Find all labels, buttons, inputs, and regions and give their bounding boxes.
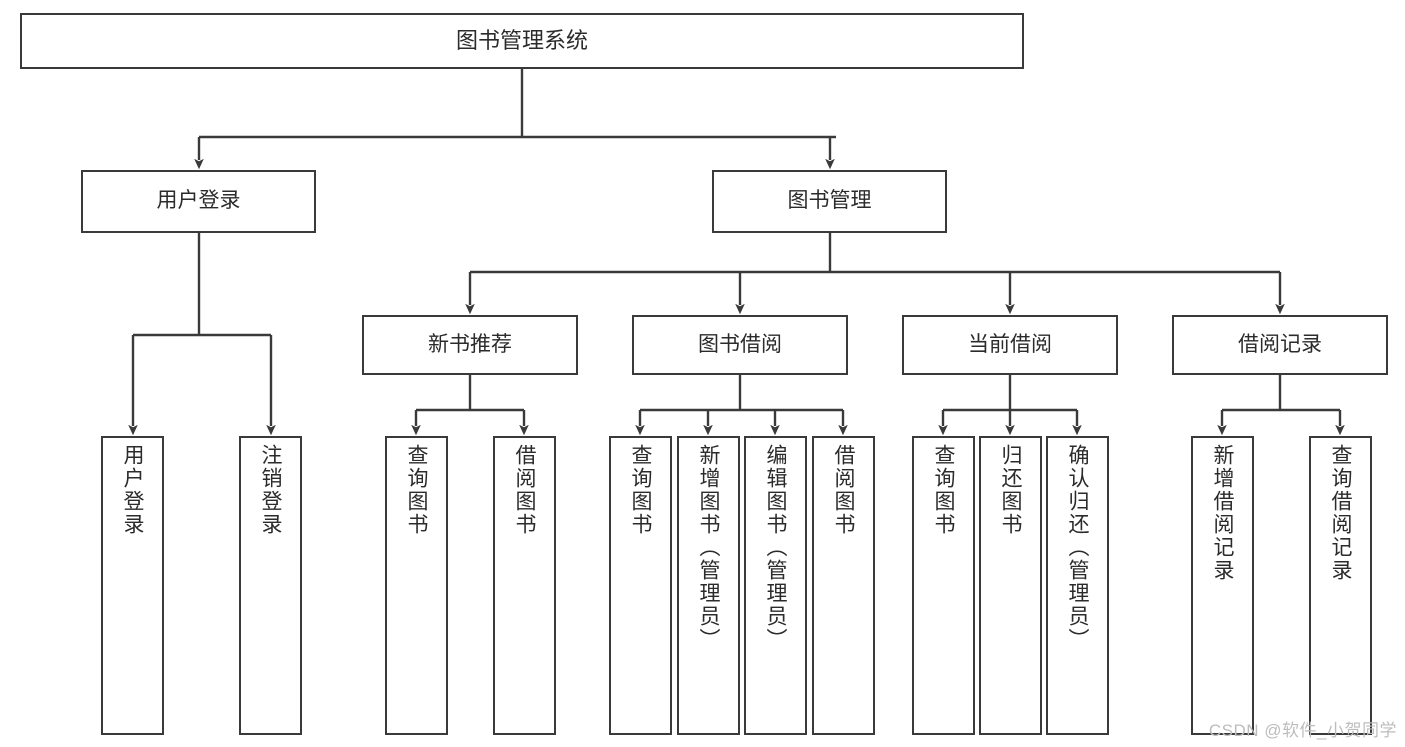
node-book-management[interactable]: 图书管理 (712, 170, 947, 233)
node-library-management-system[interactable]: 图书管理系统 (20, 13, 1024, 69)
leaf-current-return-book[interactable]: 归还图书 (979, 436, 1042, 735)
node-user-login[interactable]: 用户登录 (81, 170, 316, 233)
node-label: 图书借阅 (698, 332, 782, 356)
node-current-borrow[interactable]: 当前借阅 (902, 315, 1118, 375)
csdn-watermark: CSDN @软件_小贺同学 (1208, 721, 1397, 740)
node-borrow-records[interactable]: 借阅记录 (1172, 315, 1388, 375)
leaf-borrow-query-book[interactable]: 查询图书 (609, 436, 672, 735)
node-label: 当前借阅 (968, 332, 1052, 356)
node-label: 新增图书（管理员） (697, 444, 720, 651)
leaf-records-query-record[interactable]: 查询借阅记录 (1309, 436, 1372, 735)
leaf-new-book-borrow[interactable]: 借阅图书 (493, 436, 556, 735)
node-book-borrow[interactable]: 图书借阅 (632, 315, 848, 375)
node-label: 用户登录 (156, 189, 241, 213)
node-label: 新增借阅记录 (1211, 444, 1234, 582)
node-new-book-recommend[interactable]: 新书推荐 (362, 315, 578, 375)
node-label: 归还图书 (999, 444, 1022, 536)
node-label: 注销登录 (259, 444, 282, 536)
node-label: 用户登录 (121, 444, 144, 536)
node-label: 查询图书 (932, 444, 955, 536)
leaf-current-confirm-return-admin[interactable]: 确认归还（管理员） (1046, 436, 1109, 735)
node-label: 查询图书 (629, 444, 652, 536)
leaf-borrow-edit-book-admin[interactable]: 编辑图书（管理员） (744, 436, 807, 735)
node-label: 借阅图书 (832, 444, 855, 536)
node-label: 图书管理系统 (455, 28, 588, 54)
node-label: 借阅记录 (1238, 332, 1322, 356)
node-label: 图书管理 (787, 189, 872, 213)
node-label: 编辑图书（管理员） (764, 444, 787, 651)
leaf-borrow-add-book-admin[interactable]: 新增图书（管理员） (677, 436, 740, 735)
leaf-current-query-book[interactable]: 查询图书 (912, 436, 975, 735)
node-label: 查询图书 (405, 444, 428, 536)
leaf-records-add-record[interactable]: 新增借阅记录 (1191, 436, 1254, 735)
leaf-user-login-login[interactable]: 用户登录 (101, 436, 164, 735)
leaf-new-book-query[interactable]: 查询图书 (385, 436, 448, 735)
node-label: 新书推荐 (428, 332, 512, 356)
node-label: 确认归还（管理员） (1066, 444, 1089, 651)
leaf-borrow-borrow-book[interactable]: 借阅图书 (812, 436, 875, 735)
leaf-user-login-logout[interactable]: 注销登录 (239, 436, 302, 735)
node-label: 查询借阅记录 (1329, 444, 1352, 582)
node-label: 借阅图书 (513, 444, 536, 536)
